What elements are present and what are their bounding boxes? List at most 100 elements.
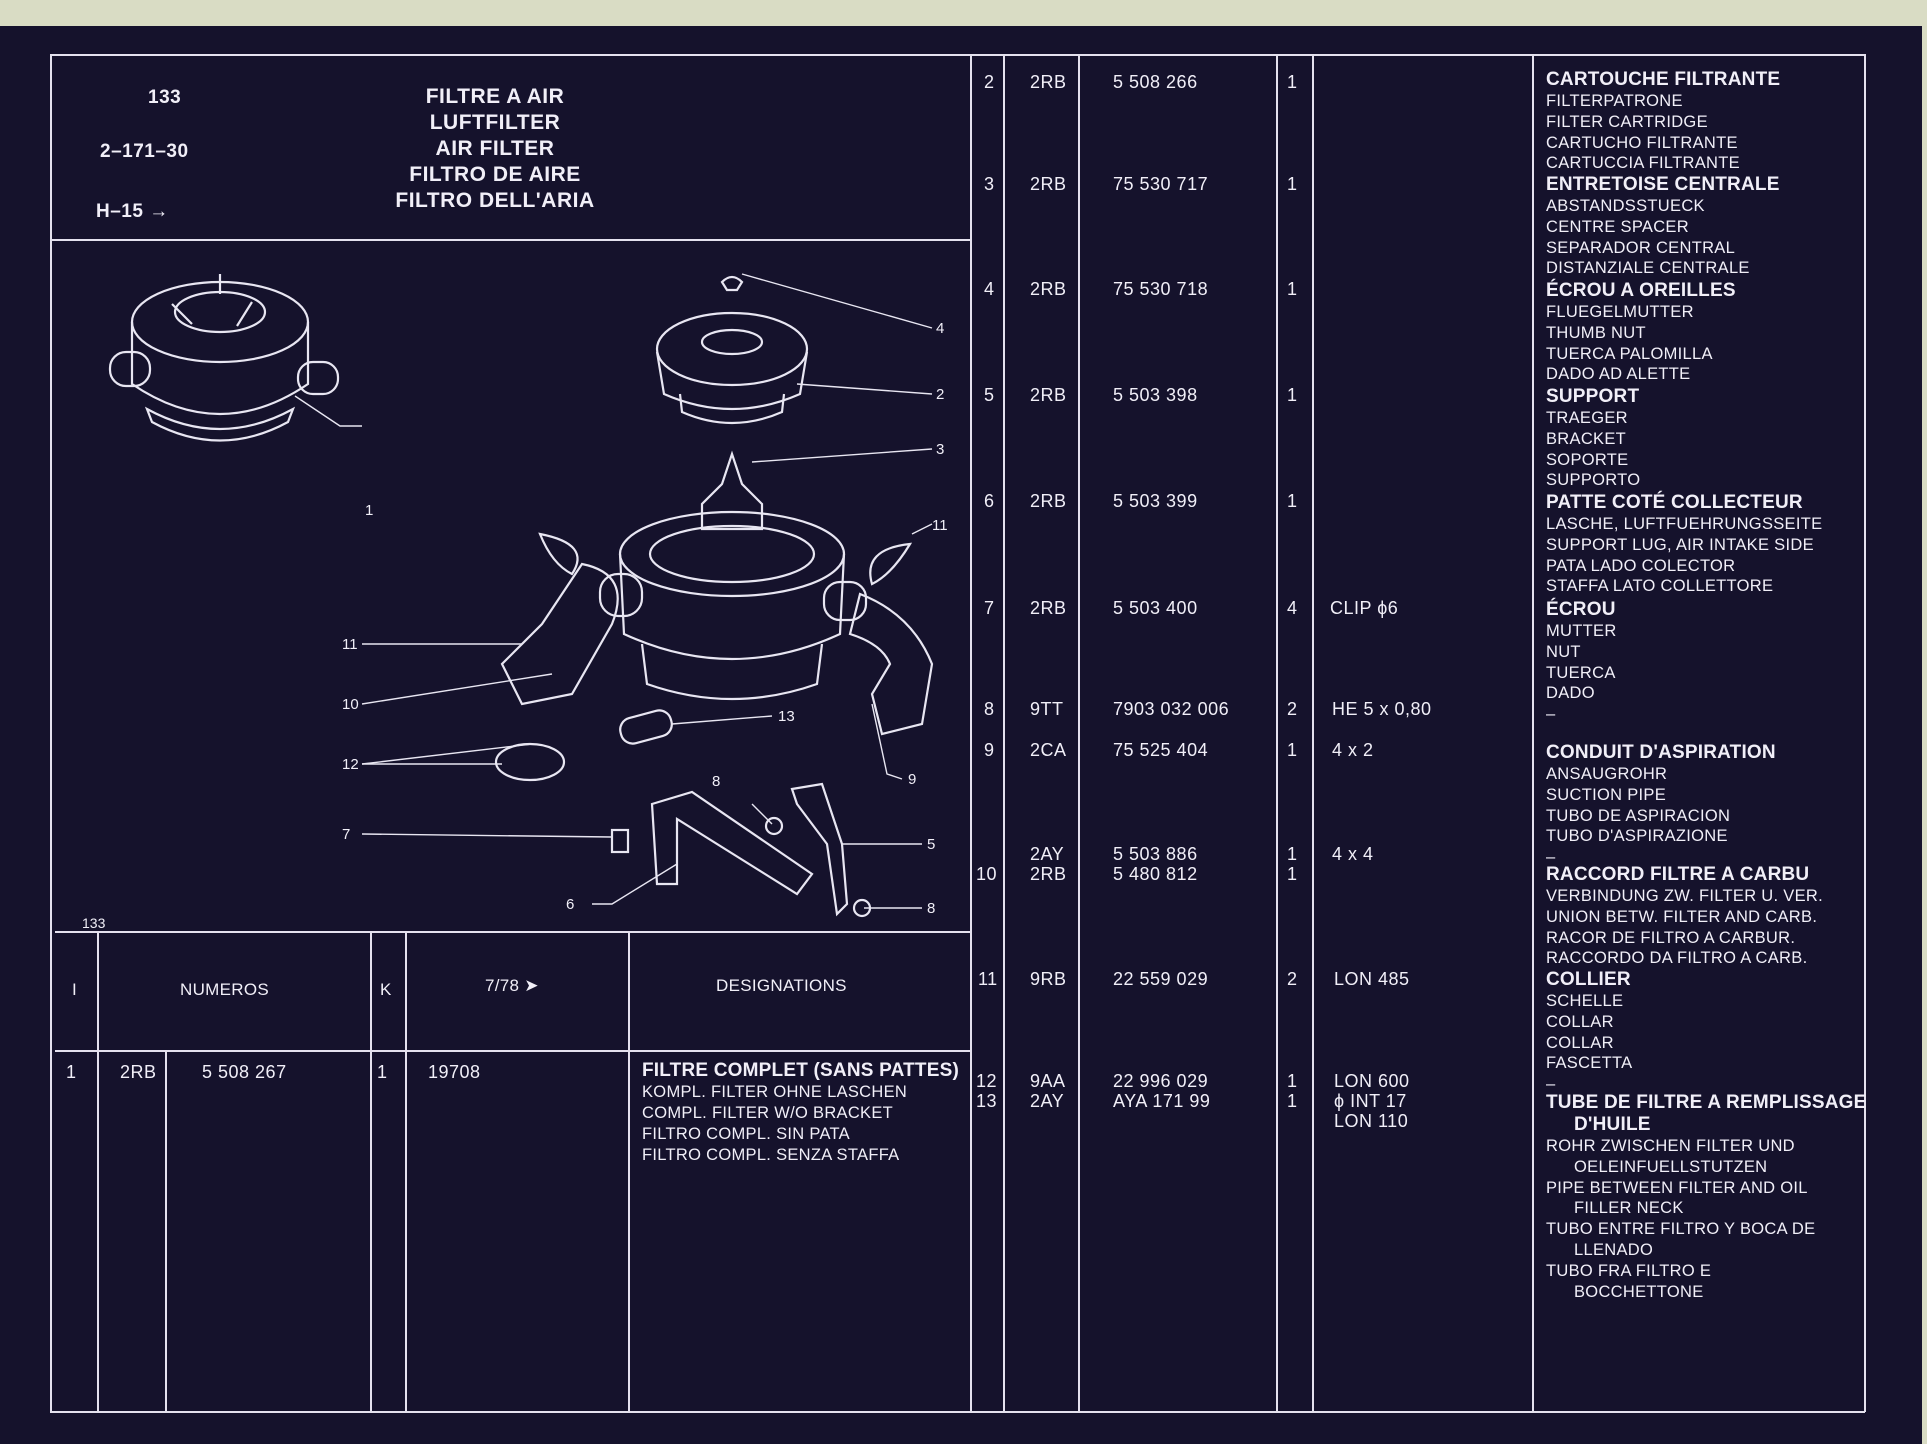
- row-note: 19708: [428, 1062, 481, 1082]
- row-note: CLIP ϕ6: [1330, 598, 1399, 618]
- title-it: FILTRO DELL'ARIA: [395, 189, 595, 212]
- page-number: 133: [148, 87, 182, 108]
- collar-drawing: [494, 742, 566, 782]
- reference-code: 2–171–30: [100, 141, 189, 162]
- designation-line: SOPORTE: [1546, 450, 1629, 469]
- h-code: H–15 →: [96, 201, 169, 222]
- row-index: 1: [66, 1062, 77, 1082]
- designation-line: TUBO D'ASPIRAZIONE: [1546, 827, 1728, 846]
- row-index: 11: [978, 969, 998, 989]
- col-header-k: K: [380, 980, 392, 999]
- designation-title: D'HUILE: [1574, 1114, 1651, 1135]
- designation-line: PIPE BETWEEN FILTER AND OIL: [1546, 1178, 1808, 1197]
- row-part-number: 5 503 400: [1113, 598, 1198, 618]
- row-index: 12: [976, 1071, 998, 1091]
- designation-block: ÉCROU A OREILLES FLUEGELMUTTER THUMB NUT…: [1546, 280, 1867, 386]
- row-part-number: 5 480 812: [1113, 864, 1198, 884]
- illustration-page-label: 133: [82, 915, 106, 931]
- designation-line: FILTER CARTRIDGE: [1546, 112, 1708, 131]
- row-part-number: 5 508 267: [202, 1062, 287, 1082]
- row-group: 9RB: [1030, 969, 1067, 989]
- row-qty: 1: [1287, 385, 1298, 405]
- callout-11b: 11: [342, 636, 358, 653]
- spacer-drawing: [700, 450, 764, 531]
- row-qty: 1: [1287, 1091, 1298, 1111]
- designation-title: ÉCROU: [1546, 599, 1616, 620]
- title-en: AIR FILTER: [435, 137, 555, 160]
- assembled-filter-drawing: [108, 274, 340, 442]
- row-group: 2RB: [1030, 72, 1067, 92]
- row-index: 10: [976, 864, 998, 884]
- row-group: 2RB: [120, 1062, 157, 1082]
- designation-line: SUCTION PIPE: [1546, 785, 1667, 804]
- designation-block: SUPPORT TRAEGER BRACKET SOPORTE SUPPORTO: [1546, 386, 1867, 492]
- row-index: 8: [984, 699, 995, 719]
- designation-line: CENTRE SPACER: [1546, 217, 1689, 236]
- clip-drawing: [610, 828, 630, 854]
- col-header-numeros: NUMEROS: [180, 980, 269, 999]
- col-header-index: I: [72, 980, 78, 999]
- title-block-divider: [50, 239, 972, 241]
- row-desc-line: COMPL. FILTER W/O BRACKET: [642, 1104, 894, 1122]
- designation-line: –: [1546, 1075, 1556, 1094]
- designation-line: NUT: [1546, 642, 1581, 661]
- row-index: 13: [976, 1091, 998, 1111]
- designation-line: TUERCA PALOMILLA: [1546, 344, 1713, 363]
- filter-body-drawing: [598, 510, 868, 701]
- cartridge-drawing: [655, 311, 809, 425]
- callout-7: 7: [342, 826, 350, 843]
- row-qty: 1: [1287, 864, 1298, 884]
- col-line: [1532, 54, 1534, 1412]
- designation-line: ROHR ZWISCHEN FILTER UND: [1546, 1137, 1795, 1155]
- designation-line: MUTTER: [1546, 622, 1617, 640]
- designation-block: TUBE DE FILTRE A REMPLISSAGE D'HUILE ROH…: [1546, 1092, 1867, 1302]
- designation-line: TUBO ENTRE FILTRO Y BOCA DE: [1546, 1220, 1816, 1239]
- col-line: [370, 931, 372, 1411]
- row-index: 4: [984, 279, 995, 299]
- designation-line: BRACKET: [1546, 429, 1627, 448]
- row-qty: 1: [1287, 740, 1298, 760]
- clamp-drawing: [538, 532, 579, 576]
- row-part-number: 75 530 718: [1113, 279, 1209, 299]
- row-part-number: 22 559 029: [1113, 969, 1209, 989]
- designation-title: CONDUIT D'ASPIRATION: [1546, 742, 1776, 763]
- row-qty: 1: [1287, 279, 1298, 299]
- row-qty: 1: [1287, 1071, 1298, 1091]
- col-line: [1078, 54, 1080, 1412]
- row-desc-line: FILTRO COMPL. SIN PATA: [642, 1125, 850, 1143]
- designation-block: RACCORD FILTRE A CARBU VERBINDUNG ZW. FI…: [1546, 864, 1867, 969]
- designation-block: COLLIER SCHELLE COLLAR COLLAR FASCETTA –: [1546, 969, 1867, 1094]
- row-group: 2RB: [1030, 279, 1067, 299]
- callout-12: 12: [342, 756, 359, 773]
- designation-line: FILTERPATRONE: [1546, 92, 1683, 110]
- designation-line: FILLER NECK: [1574, 1199, 1684, 1218]
- title-fr: FILTRE A AIR: [425, 85, 565, 108]
- clamp-drawing: [869, 542, 913, 586]
- callout-3: 3: [936, 441, 944, 458]
- designation-line: –: [1546, 848, 1556, 867]
- row-desc-line: KOMPL. FILTER OHNE LASCHEN: [642, 1083, 908, 1101]
- callout-11: 11: [932, 517, 948, 534]
- designation-line: TRAEGER: [1546, 409, 1628, 427]
- callout-8b: 8: [927, 900, 935, 917]
- designation-title: COLLIER: [1546, 969, 1631, 990]
- hose-drawing: [848, 592, 934, 736]
- row-group: 2RB: [1030, 174, 1067, 194]
- row-note: ϕ INT 17: [1334, 1091, 1407, 1111]
- col-header-designations: DESIGNATIONS: [716, 976, 847, 995]
- title-de: LUFTFILTER: [429, 111, 561, 134]
- row-qty: 1: [1287, 491, 1298, 511]
- frame-top: [50, 54, 1865, 56]
- designation-line: SEPARADOR CENTRAL: [1546, 238, 1736, 257]
- designation-line: SUPPORTO: [1546, 471, 1641, 490]
- designation-title: RACCORD FILTRE A CARBU: [1546, 864, 1810, 885]
- exploded-view-illustration: 1 2 3 4 5 6 7 8 8 9 10 11 11 12 13 133 2…: [82, 273, 948, 931]
- designation-line: DADO AD ALETTE: [1546, 365, 1691, 384]
- row-index: 7: [984, 598, 995, 618]
- designation-line: –: [1546, 705, 1556, 724]
- designation-line: SCHELLE: [1546, 992, 1624, 1010]
- frame-bottom: [50, 1411, 1865, 1413]
- col-line: [1003, 54, 1005, 1412]
- row-part-number: 5 503 399: [1113, 491, 1198, 511]
- row-qty: 2: [1287, 969, 1298, 989]
